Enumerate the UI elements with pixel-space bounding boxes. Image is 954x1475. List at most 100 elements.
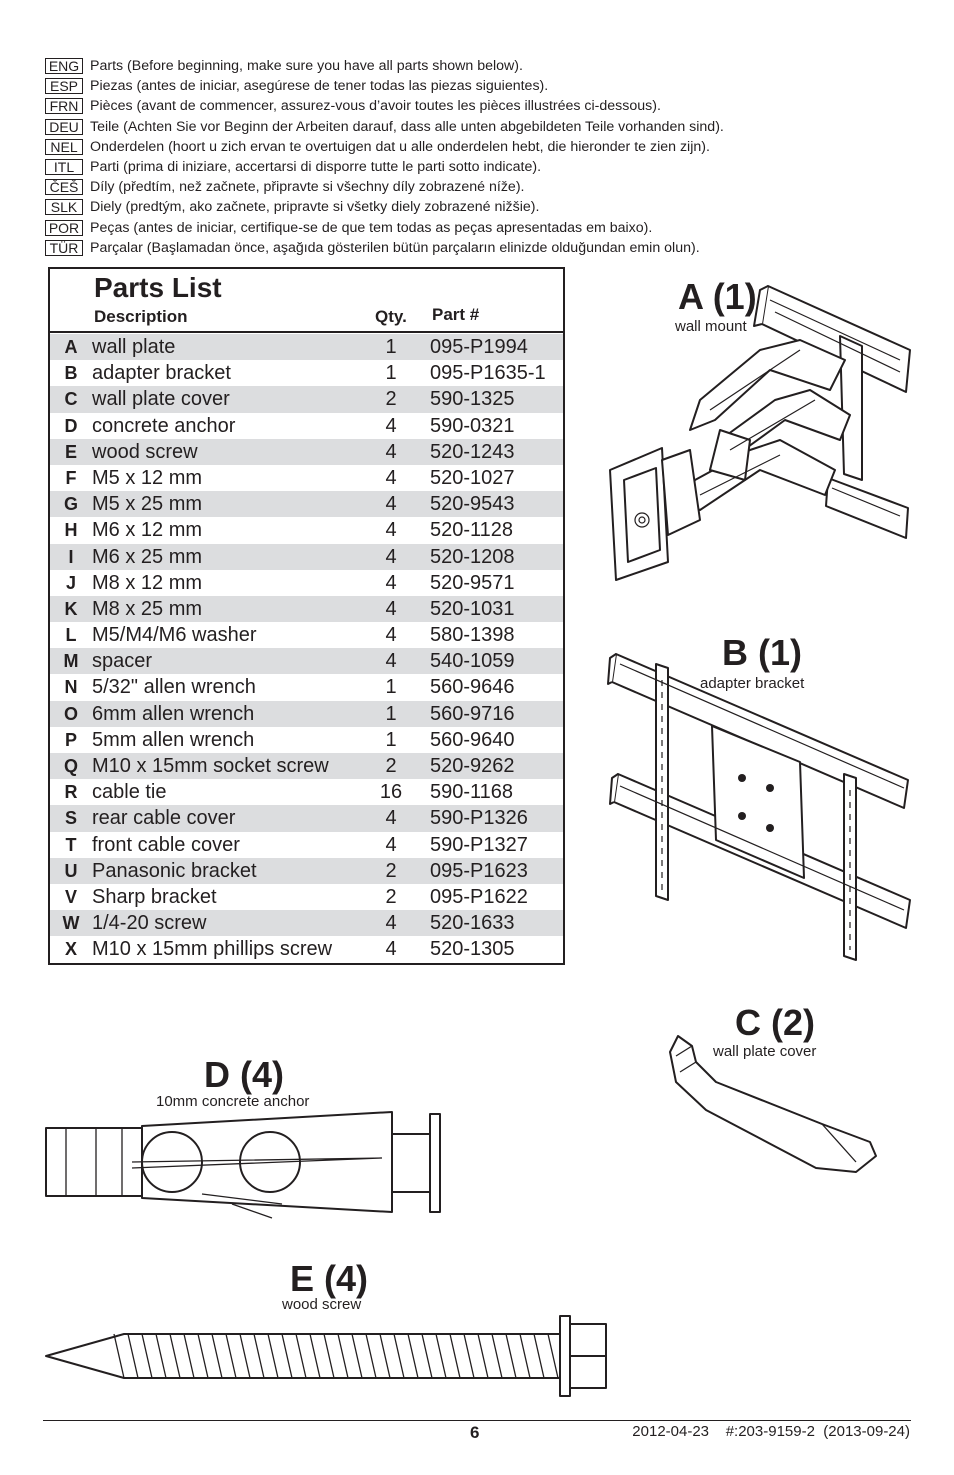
screw-thread bbox=[127, 1333, 139, 1379]
screw-thread bbox=[211, 1333, 223, 1379]
screw-thread bbox=[169, 1333, 181, 1379]
part-description: cable tie bbox=[92, 781, 167, 804]
figure-c-caption: wall plate cover bbox=[713, 1043, 817, 1060]
part-qty: 4 bbox=[385, 597, 397, 620]
figure-d-letter: D bbox=[204, 1054, 230, 1095]
part-qty: 4 bbox=[385, 545, 397, 568]
part-description: Panasonic bracket bbox=[92, 859, 257, 882]
footer-rule bbox=[43, 1420, 911, 1421]
part-description: Sharp bracket bbox=[92, 885, 217, 908]
screw-thread bbox=[393, 1333, 405, 1379]
part-number: 520-1027 bbox=[430, 466, 515, 489]
part-description: M5/M4/M6 washer bbox=[92, 624, 257, 647]
figure-e-letter: E bbox=[290, 1258, 315, 1299]
screw-thread bbox=[519, 1333, 531, 1379]
screw-thread bbox=[407, 1333, 419, 1379]
part-description: 5mm allen wrench bbox=[92, 728, 255, 751]
screw-thread bbox=[225, 1333, 237, 1379]
language-text: Teile (Achten Sie vor Beginn der Arbeite… bbox=[90, 118, 724, 135]
language-code: TÜR bbox=[45, 239, 83, 256]
part-description: adapter bracket bbox=[92, 362, 231, 385]
screw-thread bbox=[267, 1333, 279, 1379]
part-description: M6 x 25 mm bbox=[92, 545, 203, 568]
wall-plate-cover-illustration bbox=[669, 1035, 877, 1173]
part-number: 580-1398 bbox=[430, 624, 515, 647]
part-qty: 4 bbox=[385, 833, 397, 856]
part-qty: 16 bbox=[379, 781, 403, 804]
screw-thread bbox=[547, 1333, 559, 1379]
screw-thread bbox=[365, 1333, 377, 1379]
figure-b-caption: adapter bracket bbox=[700, 675, 805, 692]
part-description: concrete anchor bbox=[92, 414, 236, 437]
part-number: 520-9262 bbox=[430, 755, 515, 777]
figure-b-letter: B bbox=[722, 632, 748, 673]
part-qty: 2 bbox=[385, 885, 397, 908]
screw-thread bbox=[533, 1333, 545, 1379]
part-number: 520-1208 bbox=[430, 545, 515, 568]
screw-thread bbox=[491, 1333, 503, 1379]
screw-thread bbox=[435, 1333, 447, 1379]
part-number: 520-1031 bbox=[430, 597, 515, 620]
screw-thread bbox=[295, 1333, 307, 1379]
part-description: M8 x 12 mm bbox=[92, 571, 203, 594]
figure-e-caption: wood screw bbox=[282, 1296, 362, 1313]
part-letter: U bbox=[64, 860, 78, 881]
part-number: 520-9571 bbox=[430, 571, 515, 594]
part-description: wall plate cover bbox=[92, 388, 230, 411]
language-code: ČEŠ bbox=[45, 179, 83, 196]
part-description: 6mm allen wrench bbox=[92, 702, 255, 725]
wall-mount-illustration bbox=[609, 285, 911, 581]
part-letter: S bbox=[64, 808, 77, 829]
part-qty: 1 bbox=[385, 702, 397, 725]
part-number: 560-9640 bbox=[430, 728, 515, 751]
part-letter: A bbox=[64, 337, 78, 357]
part-qty: 4 bbox=[385, 938, 397, 961]
part-description: M8 x 25 mm bbox=[92, 597, 203, 620]
language-text: Díly (předtím, než začnete, připravte si… bbox=[90, 179, 525, 196]
screw-thread bbox=[449, 1333, 461, 1379]
part-description: spacer bbox=[92, 650, 153, 673]
part-letter: P bbox=[64, 729, 77, 750]
part-number: 590-0321 bbox=[430, 414, 515, 437]
page-number: 6 bbox=[470, 1423, 480, 1442]
part-qty: 4 bbox=[385, 807, 397, 830]
part-number: 590-1168 bbox=[430, 781, 514, 804]
part-number: 095-P1994 bbox=[430, 336, 528, 358]
part-number: 095-P1623 bbox=[430, 859, 528, 882]
part-description: 1/4-20 screw bbox=[92, 912, 207, 935]
figure-a-caption: wall mount bbox=[675, 318, 747, 335]
language-code: NEL bbox=[45, 138, 83, 155]
part-letter: K bbox=[64, 598, 78, 619]
screw-thread bbox=[113, 1333, 125, 1379]
language-text: Diely (predtým, ako začnete, pripravte s… bbox=[90, 199, 540, 216]
figure-a-qty: (1) bbox=[712, 276, 757, 317]
part-letter: I bbox=[68, 546, 74, 567]
language-text: Onderdelen (hoort u zich ervan te overtu… bbox=[90, 138, 710, 155]
figure-d-qty: (4) bbox=[240, 1054, 285, 1095]
language-text: Peças (antes de iniciar, certifique-se d… bbox=[90, 219, 653, 236]
wood-screw-illustration bbox=[45, 1315, 607, 1397]
part-letter: W bbox=[62, 913, 80, 934]
language-code: FRN bbox=[45, 98, 83, 115]
part-letter: V bbox=[64, 886, 77, 907]
language-text: Piezas (antes de iniciar, asegúrese de t… bbox=[90, 78, 549, 95]
language-text: Parti (prima di iniziare, accertarsi di … bbox=[90, 159, 542, 176]
part-description: M5 x 25 mm bbox=[92, 493, 203, 516]
part-letter: E bbox=[64, 441, 77, 462]
part-qty: 4 bbox=[385, 519, 397, 542]
part-qty: 4 bbox=[385, 571, 397, 594]
part-letter: H bbox=[64, 520, 78, 541]
language-code: ENG bbox=[45, 58, 83, 75]
